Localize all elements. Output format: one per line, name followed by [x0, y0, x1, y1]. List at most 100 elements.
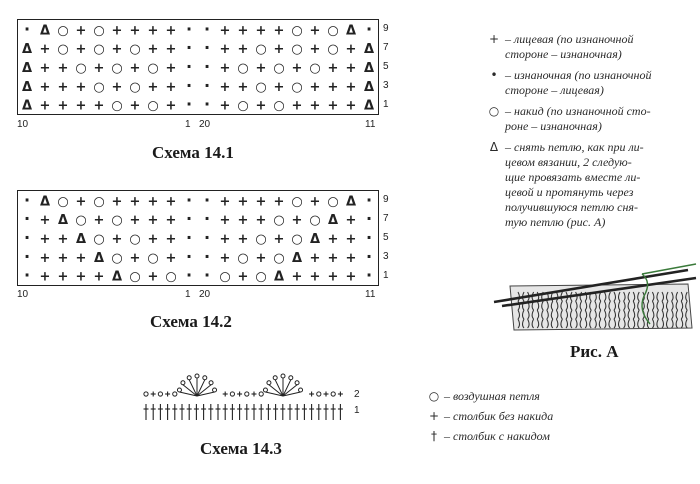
knit-symbol: + [112, 23, 123, 38]
legend-text: – лицевая (по изнаночной [505, 32, 634, 46]
knit-symbol: + [166, 251, 177, 266]
knit-symbol: + [94, 270, 105, 285]
purl-symbol: · [204, 95, 210, 114]
purl-symbol: · [24, 228, 30, 247]
knit-symbol: + [40, 80, 51, 95]
chart-14-1: ·Δ○+○++++··++++○+○Δ·Δ+○+○+○++··++○+○+○+Δ… [17, 19, 379, 115]
purl-symbol: · [366, 191, 372, 209]
slip-triangle-symbol: Δ [364, 80, 374, 95]
purl-symbol: · [204, 57, 210, 76]
knit-symbol: + [238, 213, 249, 228]
knit-symbol: + [166, 213, 177, 228]
knit-symbol: + [220, 80, 231, 95]
knit-symbol: + [94, 99, 105, 114]
knit-symbol: + [166, 99, 177, 114]
knit-symbol: + [220, 213, 231, 228]
knit-symbol: + [94, 213, 105, 228]
knit-symbol: + [58, 232, 69, 247]
yarn-over-symbol: ○ [147, 251, 158, 266]
knit-symbol: + [346, 61, 357, 76]
yarn-over-symbol: ○ [129, 232, 140, 247]
double-crochet-stitch [251, 404, 257, 420]
knit-symbol: + [58, 99, 69, 114]
yarn-over-symbol: ○ [255, 42, 266, 57]
yarn-over-symbol: ○ [129, 270, 140, 285]
circle-symbol: ○ [488, 104, 500, 118]
chart-14-1-caption: Схема 14.1 [152, 143, 234, 162]
single-crochet-stitch [309, 391, 315, 397]
knit-symbol: + [220, 232, 231, 247]
slip-triangle-symbol: Δ [112, 270, 122, 285]
knit-symbol: + [346, 99, 357, 114]
knit-symbol: + [310, 80, 321, 95]
slip-triangle-symbol: Δ [364, 42, 374, 57]
knit-symbol: + [346, 80, 357, 95]
knit-symbol: + [220, 251, 231, 266]
legend-text: роне – изнаночная) [505, 119, 602, 133]
chain-stitch [229, 391, 236, 397]
col-number: 11 [365, 119, 376, 130]
legend-item-double-crochet: † – столбик с накидом [427, 428, 550, 444]
yarn-over-symbol: ○ [219, 270, 230, 285]
purl-symbol: · [204, 191, 210, 209]
slip-triangle-symbol: Δ [22, 42, 32, 57]
purl-symbol: · [204, 38, 210, 57]
col-number: 10 [17, 289, 29, 300]
knit-symbol: + [238, 194, 249, 209]
knit-symbol: + [238, 80, 249, 95]
knit-symbol: + [328, 61, 339, 76]
knit-symbol: + [256, 194, 267, 209]
knit-symbol: + [238, 23, 249, 38]
slip-triangle-symbol: Δ [58, 213, 68, 228]
col-number: 20 [199, 119, 211, 130]
yarn-over-symbol: ○ [291, 23, 302, 38]
slip-triangle-symbol: Δ [274, 270, 284, 285]
purl-symbol: · [186, 228, 192, 247]
knit-symbol: + [112, 232, 123, 247]
knit-symbol: + [58, 251, 69, 266]
slip-triangle-symbol: Δ [94, 251, 104, 266]
col-number: 1 [185, 119, 191, 130]
chain-stitch [143, 391, 149, 397]
slip-triangle-symbol: Δ [346, 194, 356, 209]
row-number: 1 [383, 270, 389, 281]
chart-14-3-caption: Схема 14.3 [200, 439, 282, 458]
knit-symbol: + [292, 61, 303, 76]
single-crochet-stitch [323, 391, 329, 397]
row-number: 9 [383, 23, 389, 34]
plus-symbol: + [428, 409, 440, 423]
knit-symbol: + [76, 99, 87, 114]
col-number: 20 [199, 289, 211, 300]
yarn-over-symbol: ○ [291, 80, 302, 95]
legend-text: – воздушная петля [444, 389, 540, 403]
knit-symbol: + [220, 99, 231, 114]
double-crochet-stitch [309, 404, 315, 420]
purl-symbol: · [186, 76, 192, 95]
knit-symbol: + [166, 194, 177, 209]
slip-triangle-symbol: Δ [22, 80, 32, 95]
slip-triangle-symbol: Δ [22, 61, 32, 76]
knit-symbol: + [94, 61, 105, 76]
knitting-needles-illustration [493, 263, 697, 331]
yarn-over-symbol: ○ [93, 194, 104, 209]
yarn-over-symbol: ○ [237, 61, 248, 76]
slip-triangle-symbol: Δ [76, 232, 86, 247]
knit-symbol: + [256, 61, 267, 76]
legend-text: – изнаночная (по изнаночной [505, 68, 652, 82]
purl-symbol: · [204, 209, 210, 228]
crochet-row-number: 2 [354, 389, 360, 400]
chain-stitch [157, 391, 163, 397]
purl-symbol: · [24, 266, 30, 285]
knit-symbol: + [346, 232, 357, 247]
knit-symbol: + [256, 213, 267, 228]
double-crochet-stitch [258, 404, 264, 420]
knit-symbol: + [310, 270, 321, 285]
yarn-over-symbol: ○ [273, 251, 284, 266]
yarn-over-symbol: ○ [165, 270, 176, 285]
knit-symbol: + [166, 23, 177, 38]
knit-symbol: + [148, 270, 159, 285]
legend-text: – столбик без накида [444, 409, 554, 423]
knit-symbol: + [76, 80, 87, 95]
double-crochet-stitch [287, 404, 293, 420]
purl-symbol: · [204, 266, 210, 285]
